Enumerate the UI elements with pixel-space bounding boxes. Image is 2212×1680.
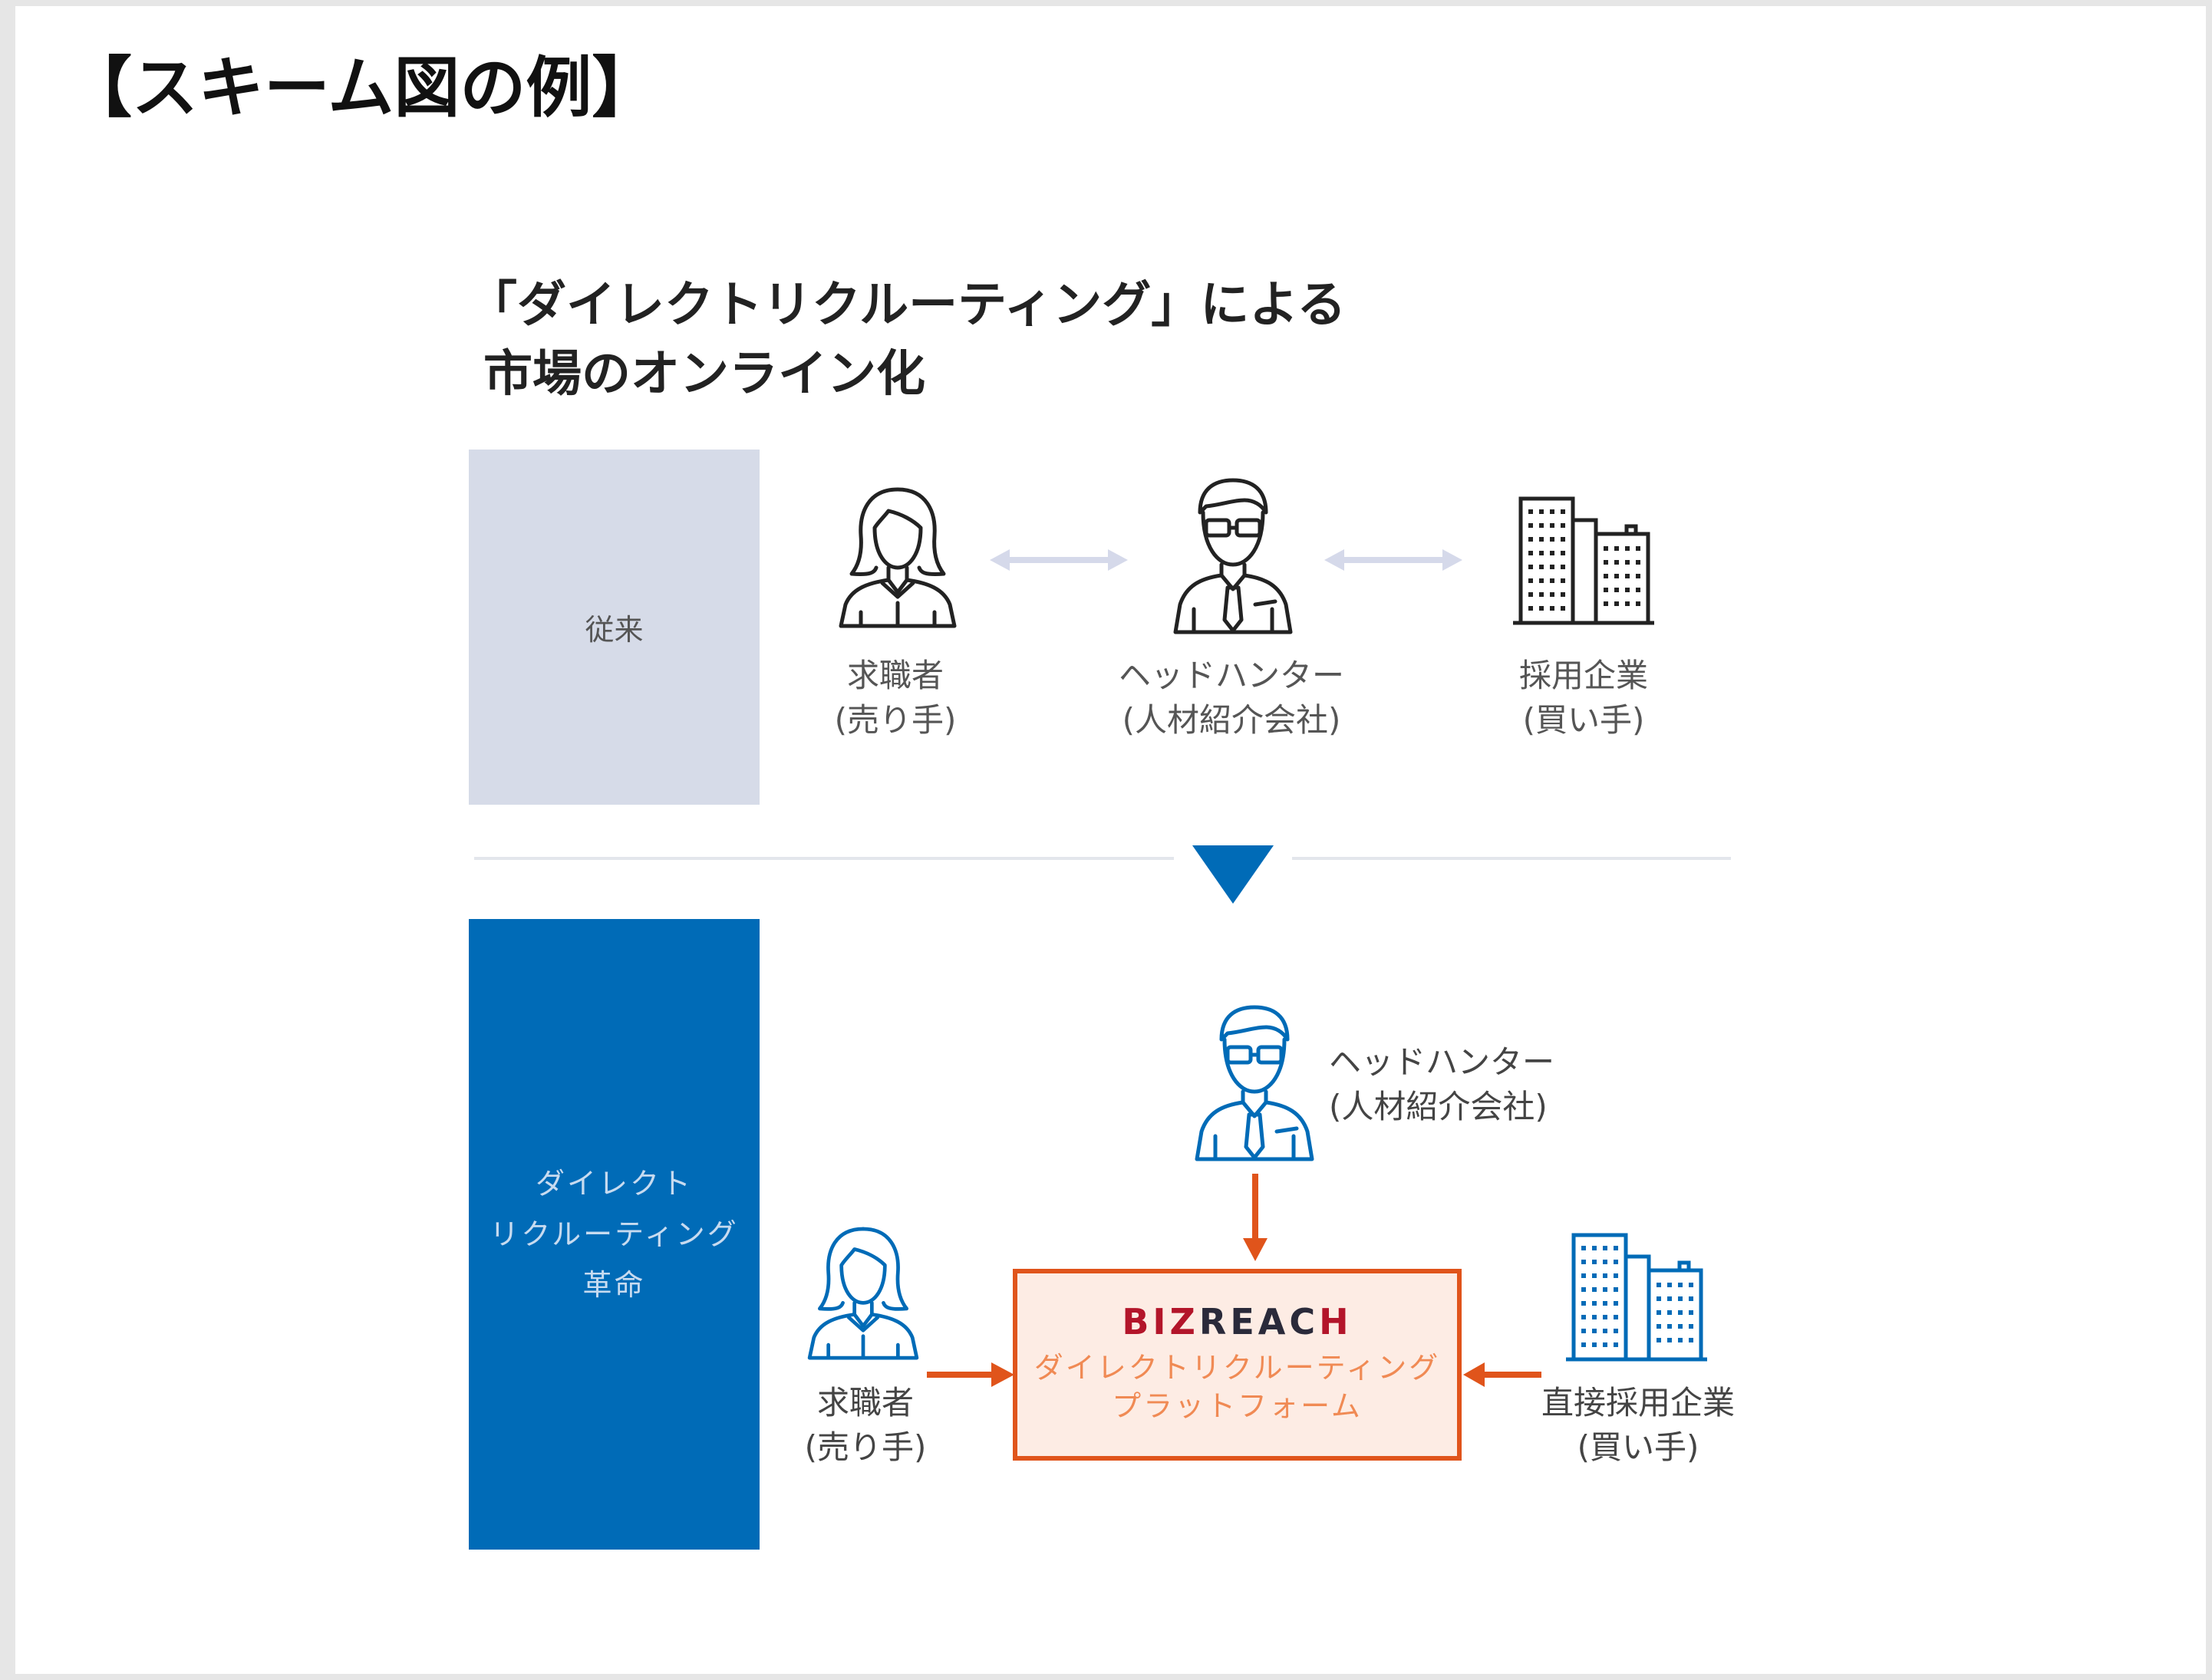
direct-seller-label: 求職者 (売り手)	[789, 1381, 942, 1470]
section-divider-left	[474, 857, 1174, 860]
direct-panel-line2: リクルーティング	[490, 1217, 739, 1251]
direct-headhunter-line1: ヘッドハンター	[1329, 1043, 1555, 1081]
brand-part2: REAC	[1198, 1301, 1320, 1342]
double-arrow-right	[1324, 549, 1462, 571]
bizreach-logo: BIZREACH	[1017, 1301, 1457, 1342]
direct-recruiting-panel: ダイレクト リクルーティング 革命	[469, 919, 760, 1550]
direct-seller-line1: 求職者	[816, 1384, 914, 1421]
diagram-title-line2: 市場のオンライン化	[483, 346, 925, 403]
brand-part1: BIZ	[1122, 1301, 1199, 1342]
diagram-title-line1: 「ダイレクトリクルーティング」による	[468, 277, 1347, 334]
headhunter-man-blue-icon	[1195, 1005, 1314, 1161]
trad-seller-line2: (売り手)	[834, 701, 957, 739]
direct-buyer-label: 直接採用企業 (買い手)	[1527, 1381, 1749, 1470]
trad-buyer-line2: (買い手)	[1522, 701, 1645, 739]
direct-panel-line1: ダイレクト	[535, 1167, 693, 1201]
traditional-panel-label: 従来	[585, 613, 644, 647]
traditional-panel: 従来	[469, 450, 760, 805]
arrow-left-orange	[1463, 1362, 1541, 1387]
direct-panel-line3: 革命	[582, 1268, 646, 1302]
headhunter-man-icon	[1173, 478, 1293, 634]
direct-buyer-line1: 直接採用企業	[1541, 1384, 1735, 1421]
trad-buyer-label: 採用企業 (買い手)	[1499, 654, 1668, 743]
platform-line2: プラットフォーム	[1112, 1389, 1363, 1423]
job-seeker-woman-icon	[839, 487, 957, 628]
platform-line1: ダイレクトリクルーティング	[1033, 1351, 1441, 1385]
trad-headhunter-line2: (人材紹介会社)	[1122, 701, 1341, 739]
down-triangle-icon	[1192, 845, 1274, 904]
double-arrow-left	[990, 549, 1128, 571]
company-building-icon	[1513, 496, 1654, 625]
trad-seller-label: 求職者 (売り手)	[819, 654, 972, 743]
brand-part3: H	[1319, 1301, 1353, 1342]
trad-headhunter-label: ヘッドハンター (人材紹介会社)	[1097, 654, 1366, 743]
direct-buyer-line2: (買い手)	[1577, 1428, 1699, 1466]
direct-headhunter-label: ヘッドハンター (人材紹介会社)	[1329, 1040, 1554, 1129]
trad-seller-line1: 求職者	[846, 657, 944, 694]
section-divider-right	[1292, 857, 1731, 860]
direct-seller-line2: (売り手)	[804, 1428, 927, 1466]
page-heading: 【スキーム図の例】	[66, 50, 658, 127]
arrow-down-orange	[1243, 1174, 1268, 1261]
bizreach-platform-box: BIZREACH ダイレクトリクルーティング プラットフォーム	[1013, 1269, 1462, 1461]
direct-headhunter-line2: (人材紹介会社)	[1329, 1088, 1548, 1125]
arrow-right-orange	[927, 1362, 1014, 1387]
trad-headhunter-line1: ヘッドハンター	[1118, 657, 1344, 694]
job-seeker-woman-blue-icon	[807, 1227, 919, 1360]
trad-buyer-line1: 採用企業	[1518, 657, 1648, 694]
company-building-blue-icon	[1566, 1233, 1707, 1362]
